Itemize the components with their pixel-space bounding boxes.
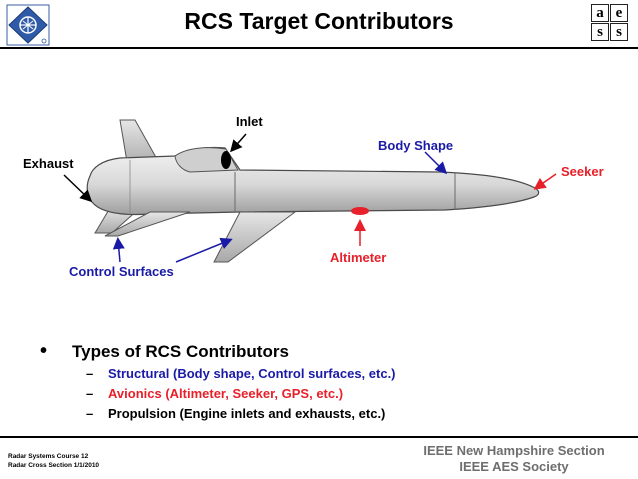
body-shape-arrow	[424, 151, 448, 175]
missile-body	[86, 146, 540, 216]
sub-bullet: –Propulsion (Engine inlets and exhausts,…	[86, 406, 385, 421]
altimeter-label: Altimeter	[330, 250, 387, 265]
sub-bullet: –Avionics (Altimeter, Seeker, GPS, etc.)	[86, 386, 343, 401]
control-surfaces-label: Control Surfaces	[69, 264, 174, 279]
title-rule	[0, 47, 638, 49]
control-surface-arrow-left	[112, 237, 125, 263]
dash-glyph: –	[86, 366, 94, 381]
dash-glyph: –	[86, 386, 94, 401]
inlet-opening	[221, 151, 231, 169]
main-bullet: • Types of RCS Contributors	[40, 340, 289, 363]
wing	[213, 211, 297, 263]
aes-logo-letter: s	[610, 23, 628, 41]
aes-logo: a e s s	[588, 3, 632, 47]
sub-bullet-text: Propulsion (Engine inlets and exhausts, …	[108, 406, 386, 421]
footer-rule	[0, 436, 638, 438]
slide-title: RCS Target Contributors	[184, 8, 454, 34]
footer-course-line: Radar Systems Course 12	[8, 453, 89, 460]
footer-section-line: IEEE New Hampshire Section	[423, 443, 605, 458]
body-shape-label: Body Shape	[378, 138, 454, 153]
footer-society: IEEE New Hampshire Section IEEE AES Soci…	[414, 443, 614, 475]
bullet-glyph: •	[40, 340, 48, 362]
aes-logo-letter: e	[610, 4, 628, 22]
altimeter-mark	[351, 207, 369, 215]
inlet-arrow	[230, 133, 247, 153]
dash-glyph: –	[86, 406, 94, 421]
lower-fin	[104, 211, 191, 237]
sub-bullet: –Structural (Body shape, Control surface…	[86, 366, 396, 381]
exhaust-label: Exhaust	[23, 156, 74, 171]
sub-bullet-text: Avionics (Altimeter, Seeker, GPS, etc.)	[108, 386, 344, 401]
footer-society-line: IEEE AES Society	[459, 459, 569, 474]
footer-date-line: Radar Cross Section 1/1/2010	[8, 462, 100, 469]
aes-logo-letter: s	[591, 23, 609, 41]
aes-logo-letter: a	[591, 4, 609, 22]
control-surface-arrow-right	[175, 237, 233, 263]
missile-illustration	[63, 119, 557, 263]
footer-course-info: Radar Systems Course 12 Radar Cross Sect…	[8, 452, 99, 470]
ieee-logo	[6, 4, 50, 46]
sub-bullet-text: Structural (Body shape, Control surfaces…	[108, 366, 396, 381]
inlet-label: Inlet	[236, 114, 263, 129]
main-bullet-text: Types of RCS Contributors	[72, 342, 289, 361]
seeker-label: Seeker	[561, 164, 604, 179]
seeker-arrow	[533, 173, 557, 190]
exhaust-arrow	[63, 174, 93, 203]
